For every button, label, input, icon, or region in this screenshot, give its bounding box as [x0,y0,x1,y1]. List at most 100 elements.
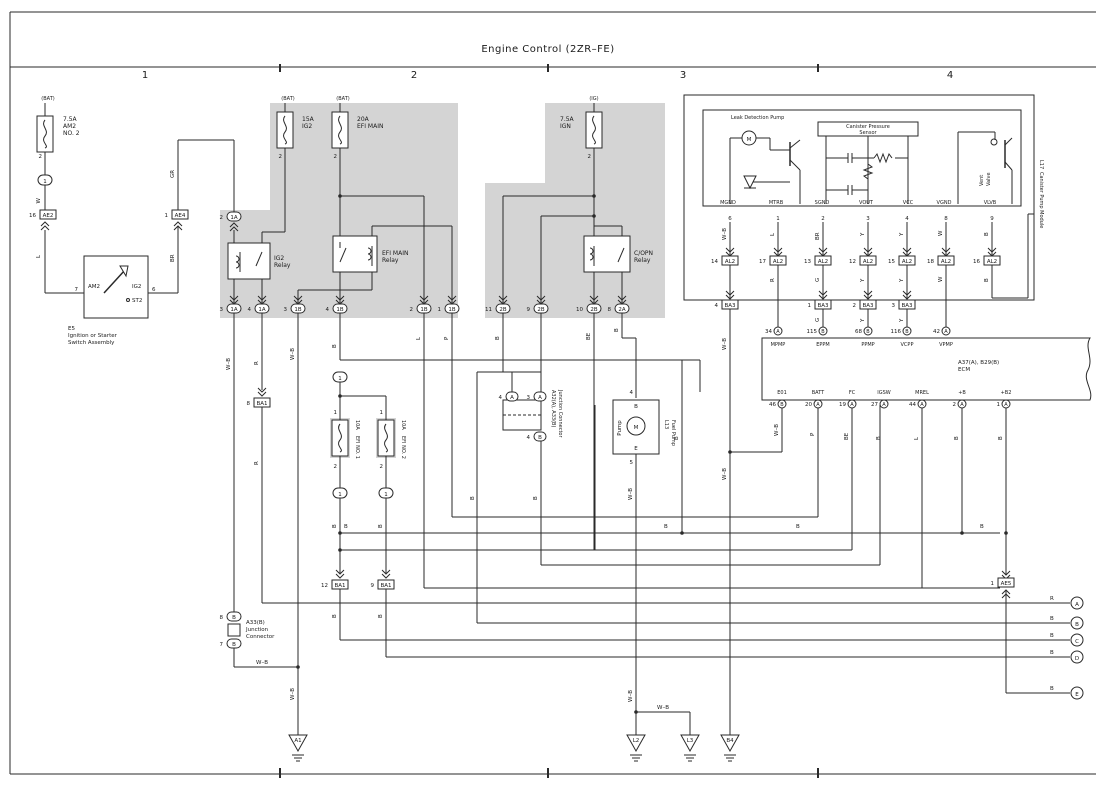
svg-text:1: 1 [776,216,780,222]
svg-text:BATT: BATT [812,390,825,396]
svg-text:4: 4 [905,216,909,222]
svg-text:(BAT): (BAT) [281,96,294,102]
ecm-top-pins: A 34 MPMP B 115 EPPM B 68 PPMP B 116 VCP… [765,326,953,348]
connector-ae2 [39,209,57,220]
svg-text:E5: E5 [68,326,75,332]
diagram-title: Engine Control (2ZR–FE) [481,44,614,55]
svg-text:2: 2 [334,464,338,470]
svg-text:9: 9 [990,216,994,222]
svg-text:B: B [538,435,542,441]
svg-text:G: G [815,278,821,282]
svg-text:B: B [1050,633,1054,639]
svg-text:12: 12 [849,259,856,265]
canister-wires: 6 1 2 3 4 8 9 W–B L BR Y Y W B AL2 14 AL… [711,213,1034,735]
svg-text:BA1: BA1 [334,583,345,589]
svg-text:46: 46 [769,402,776,408]
svg-text:L3: L3 [687,738,694,744]
relay-ig2: IG2 Relay [227,242,291,280]
svg-text:1: 1 [808,303,812,309]
svg-text:1: 1 [165,213,169,219]
relay-efi-main: EFI MAIN Relay [332,235,408,273]
svg-text:MREL: MREL [915,390,929,396]
svg-text:Pump: Pump [617,420,623,436]
svg-text:B: B [796,524,800,530]
svg-text:4: 4 [248,307,252,313]
svg-text:BE: BE [586,332,592,340]
svg-text:1: 1 [338,376,342,382]
svg-text:B: B [1050,616,1054,622]
svg-text:Y: Y [899,278,905,283]
svg-text:4: 4 [527,435,531,441]
svg-text:MTRB: MTRB [769,200,784,206]
svg-text:2: 2 [279,154,283,160]
svg-text:EFI NO. 2: EFI NO. 2 [400,436,406,459]
svg-text:9: 9 [527,307,531,313]
svg-text:VLVB: VLVB [984,200,997,206]
svg-text:IGSW: IGSW [877,390,891,396]
column-4: 4 [947,70,953,81]
svg-text:17: 17 [759,259,766,265]
svg-text:(BAT): (BAT) [336,96,349,102]
svg-text:B: B [980,524,984,530]
junction-connector-a33: 8 B 7 B A33(B) Junction Connector [220,611,275,649]
svg-text:C/OPN: C/OPN [634,250,653,257]
svg-text:AE4: AE4 [175,213,186,219]
svg-text:Relay: Relay [634,257,651,264]
svg-text:IG2: IG2 [132,284,141,290]
svg-text:AE5: AE5 [1001,581,1012,587]
svg-text:Y: Y [860,278,866,283]
svg-text:W–B: W–B [256,660,268,666]
svg-text:A: A [510,395,514,401]
svg-text:AM2: AM2 [63,123,76,130]
svg-text:E: E [634,446,638,452]
junction-block-shade-left [220,103,458,318]
svg-text:BA3: BA3 [817,303,829,309]
svg-text:W–B: W–B [722,468,728,480]
svg-text:7.5A: 7.5A [560,116,575,123]
svg-text:BA1: BA1 [380,583,391,589]
svg-text:L13: L13 [663,420,669,429]
svg-text:27: 27 [871,402,878,408]
svg-text:R: R [770,278,776,282]
svg-text:MGND: MGND [720,200,736,206]
svg-text:VGND: VGND [937,200,952,206]
svg-text:Valve: Valve [986,172,992,186]
svg-text:A37(A), B29(B): A37(A), B29(B) [958,360,999,366]
svg-text:AL2: AL2 [773,259,783,265]
fuel-pump: 4 B M E Pump 5 L13 Fuel Pump [612,390,676,466]
svg-text:L17: L17 [1038,160,1044,169]
svg-text:A: A [850,402,854,408]
svg-text:Connector: Connector [246,634,275,640]
svg-text:EFI MAIN: EFI MAIN [357,123,383,130]
svg-text:W–B: W–B [774,424,780,436]
svg-text:Canister Pressure: Canister Pressure [846,124,890,130]
svg-text:1: 1 [438,307,442,313]
svg-text:VCPP: VCPP [901,342,914,348]
svg-text:L: L [36,254,42,258]
svg-text:A: A [816,402,820,408]
svg-text:+B2: +B2 [1001,390,1012,396]
svg-text:Switch Assembly: Switch Assembly [68,340,115,346]
svg-text:VOUT: VOUT [859,200,874,206]
svg-text:7: 7 [220,642,224,648]
svg-text:B: B [332,524,338,528]
svg-text:B: B [1050,650,1054,656]
svg-text:W–B: W–B [628,690,634,702]
svg-text:2: 2 [953,402,957,408]
svg-text:W–B: W–B [657,705,669,711]
svg-text:B4: B4 [726,738,734,744]
svg-text:Junction: Junction [245,627,269,633]
svg-text:B: B [378,614,384,618]
svg-text:B: B [905,329,909,335]
svg-text:14: 14 [711,259,718,265]
canister-pump-module: Leak Detection Pump M Canister Pressure … [683,94,1044,301]
svg-text:13: 13 [804,259,811,265]
svg-text:A: A [920,402,924,408]
svg-text:E01: E01 [777,390,787,396]
svg-text:1A: 1A [258,307,265,313]
frame [9,11,1096,778]
svg-text:B: B [1075,622,1079,628]
svg-text:2A: 2A [618,307,625,313]
svg-text:2: 2 [220,215,224,221]
svg-text:B: B [344,524,348,530]
